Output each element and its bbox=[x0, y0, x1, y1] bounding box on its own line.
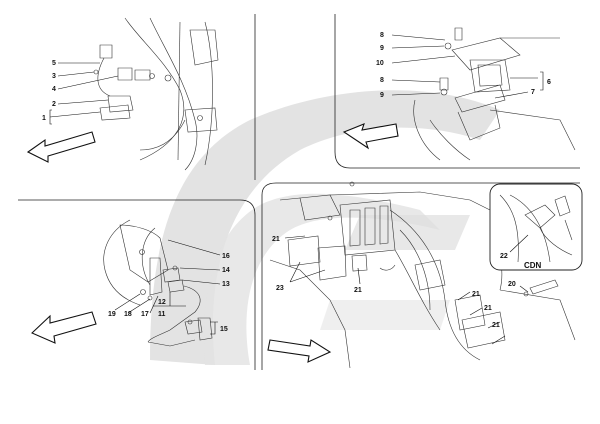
callout-label: 19 bbox=[108, 311, 116, 318]
watermark-logo bbox=[150, 90, 500, 365]
bracket-module-drawing bbox=[413, 27, 576, 161]
callout-label: 6 bbox=[547, 79, 551, 86]
callout-label: 5 bbox=[52, 60, 56, 67]
callout-label: 12 bbox=[158, 299, 166, 306]
callout-label: 10 bbox=[376, 60, 384, 67]
callout-label: 2 bbox=[52, 101, 56, 108]
callout-label: 9 bbox=[380, 92, 384, 99]
direction-arrow bbox=[267, 339, 332, 363]
relay-part-20 bbox=[529, 279, 559, 295]
body-pillar-drawing bbox=[124, 17, 219, 171]
direction-arrow bbox=[31, 311, 97, 344]
panel-top-right: 8 9 10 8 9 6 7 bbox=[342, 27, 576, 161]
callout-label: 13 bbox=[222, 281, 230, 288]
callout-label: 21 bbox=[492, 322, 500, 329]
engine-bay-drawing bbox=[269, 181, 576, 369]
callout-label: 17 bbox=[141, 311, 149, 318]
callout-label: 21 bbox=[484, 305, 492, 312]
callout-label: 8 bbox=[380, 32, 384, 39]
direction-arrow bbox=[342, 123, 399, 150]
panel-dividers bbox=[18, 14, 580, 370]
callout-label: 11 bbox=[158, 311, 166, 318]
connector-assembly bbox=[93, 44, 155, 121]
cdn-inset: 22 CDN bbox=[489, 183, 583, 271]
callout-label: 15 bbox=[220, 326, 228, 333]
callout-label: 18 bbox=[124, 311, 132, 318]
callout-label: 21 bbox=[354, 287, 362, 294]
callout-label: 3 bbox=[52, 73, 56, 80]
relay-bracket bbox=[140, 257, 213, 347]
callout-label: 8 bbox=[380, 77, 384, 84]
callout-label: 22 bbox=[500, 253, 508, 260]
panel-bottom-left: 16 14 13 19 18 17 12 11 15 bbox=[31, 219, 230, 347]
direction-arrow bbox=[26, 131, 96, 163]
callout-label: 21 bbox=[272, 236, 280, 243]
inset-caption: CDN bbox=[524, 261, 542, 270]
callout-label: 4 bbox=[52, 86, 56, 93]
callout-label: 7 bbox=[531, 89, 535, 96]
panel-bottom-right: 21 23 21 21 21 21 20 22 CDN bbox=[267, 181, 583, 369]
callout-label: 9 bbox=[380, 45, 384, 52]
panel-top-left: 5 3 4 2 1 bbox=[26, 17, 219, 171]
wheel-arch-drawing bbox=[103, 219, 169, 306]
callout-label: 16 bbox=[222, 253, 230, 260]
callout-label: 1 bbox=[42, 115, 46, 122]
callout-label: 21 bbox=[472, 291, 480, 298]
callout-label: 14 bbox=[222, 267, 230, 274]
callout-label: 23 bbox=[276, 285, 284, 292]
callout-label: 20 bbox=[508, 281, 516, 288]
